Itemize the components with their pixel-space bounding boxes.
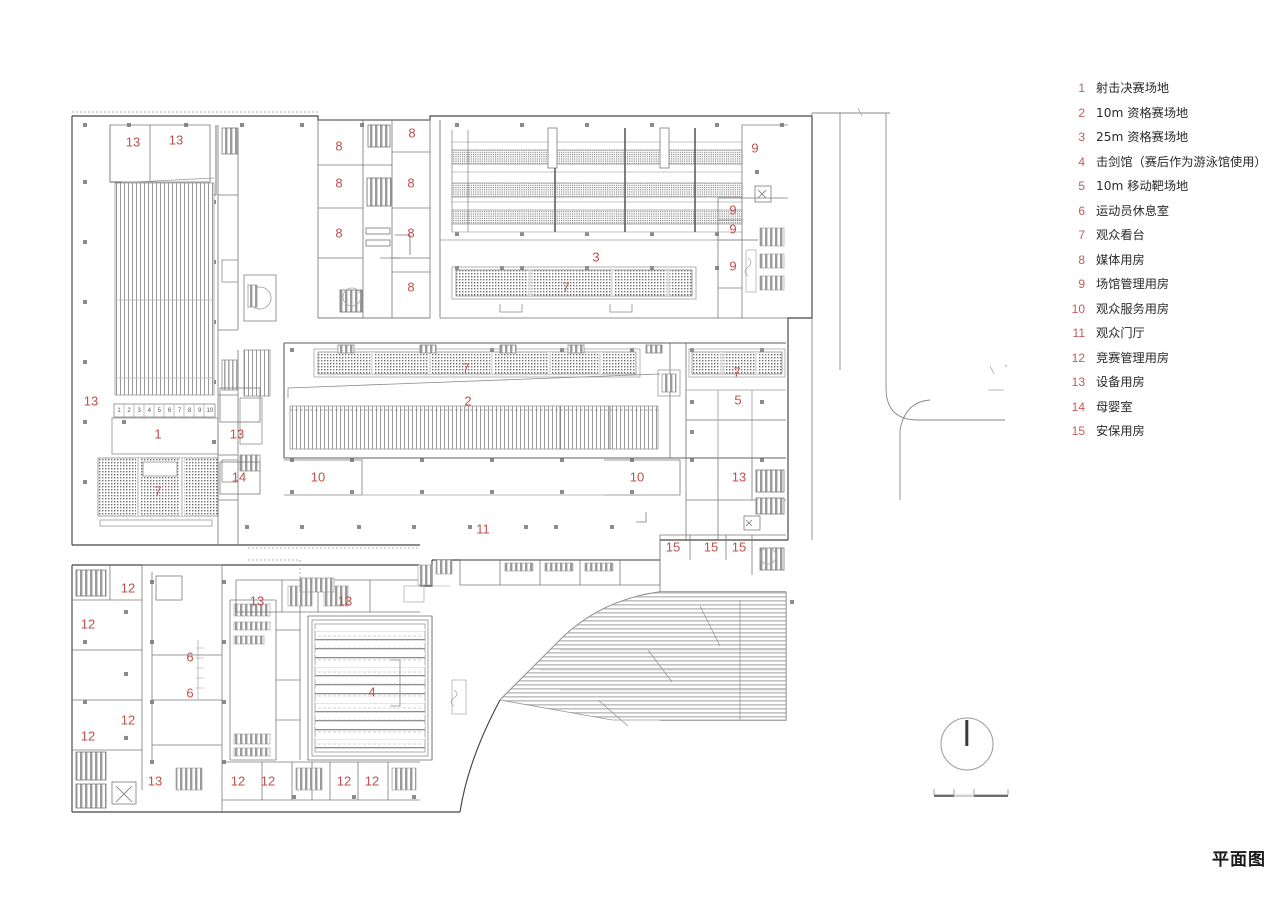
legend: 1 射击决赛场地 2 10m 资格赛场地 3 25m 资格赛场地 4 击剑馆（赛后作为游泳馆使… — [1063, 82, 1273, 450]
shooting-lane-number: 7 — [177, 408, 182, 414]
legend-item-label: 射击决赛场地 — [1096, 81, 1170, 95]
shooting-lane-number: 4 — [147, 408, 151, 414]
legend-item-12: 12 竞赛管理用房 — [1063, 350, 1273, 365]
legend-item-label: 设备用房 — [1096, 375, 1145, 389]
legend-item-1: 1 射击决赛场地 — [1063, 82, 1273, 94]
legend-item-4: 4 击剑馆（赛后作为游泳馆使用） — [1063, 154, 1273, 169]
legend-item-label: 10m 资格赛场地 — [1096, 105, 1189, 120]
zone-8-media — [317, 119, 431, 319]
shooting-lane-number: 5 — [157, 408, 162, 414]
page-title: 平面图 — [1212, 850, 1266, 870]
legend-item-number: 2 — [1078, 105, 1085, 120]
shooting-lane-number: 8 — [188, 408, 192, 414]
legend-item-label: 击剑馆（赛后作为游泳馆使用） — [1096, 154, 1267, 169]
legend-item-label: 观众门厅 — [1096, 326, 1145, 340]
legend-item-number: 5 — [1078, 179, 1085, 193]
legend-item-number: 13 — [1071, 375, 1085, 389]
zone-2-10m — [283, 342, 786, 459]
zone-4-fencing-pool — [307, 615, 433, 761]
plaza-dashed — [72, 111, 420, 586]
graphic-scale-bar — [933, 789, 1009, 797]
legend-item-label: 母婴室 — [1096, 399, 1133, 414]
nw-corridor — [217, 125, 277, 545]
misc-details — [403, 559, 467, 715]
shooting-lane-number: 10 — [206, 408, 214, 414]
zone-10-service — [284, 458, 786, 540]
zone-3-25m — [439, 120, 788, 319]
legend-item-number: 6 — [1078, 203, 1085, 218]
legend-item-number: 3 — [1078, 130, 1085, 144]
legend-item-number: 15 — [1071, 424, 1085, 438]
legend-item-2: 2 10m 资格赛场地 — [1063, 105, 1273, 120]
zone-9-management — [717, 124, 788, 318]
legend-item-10: 10 观众服务用房 — [1063, 301, 1273, 316]
legend-item-label: 观众看台 — [1096, 228, 1145, 242]
zone-15-security — [459, 512, 786, 592]
legend-item-number: 9 — [1078, 277, 1085, 291]
shooting-lane-number: 2 — [127, 408, 131, 414]
legend-item-7: 7 观众看台 — [1063, 229, 1273, 241]
ramp-hatch — [499, 591, 787, 727]
legend-item-label: 安保用房 — [1096, 424, 1145, 438]
legend-item-3: 3 25m 资格赛场地 — [1063, 131, 1273, 143]
legend-item-label: 场馆管理用房 — [1096, 277, 1170, 291]
legend-item-label: 媒体用房 — [1096, 252, 1145, 267]
legend-item-label: 25m 资格赛场地 — [1096, 130, 1189, 144]
legend-item-9: 9 场馆管理用房 — [1063, 278, 1273, 290]
zone-5-moving-target — [685, 343, 786, 458]
north-arrow-icon — [940, 717, 994, 771]
legend-item-15: 15 安保用房 — [1063, 425, 1273, 437]
legend-item-label: 运动员休息室 — [1096, 203, 1170, 218]
legend-item-label: 观众服务用房 — [1096, 301, 1170, 316]
legend-item-number: 1 — [1078, 81, 1085, 95]
shooting-lane-number: 9 — [198, 408, 202, 414]
legend-item-13: 13 设备用房 — [1063, 376, 1273, 388]
site-boundary — [811, 112, 1007, 540]
legend-item-number: 7 — [1078, 228, 1085, 242]
legend-item-number: 11 — [1072, 326, 1085, 340]
legend-item-6: 6 运动员休息室 — [1063, 203, 1273, 218]
legend-item-label: 10m 移动靶场地 — [1096, 179, 1189, 193]
zone-7-seating-nw — [97, 457, 219, 527]
rooms-13-14 — [219, 387, 261, 495]
legend-item-5: 5 10m 移动靶场地 — [1063, 180, 1273, 192]
legend-item-14: 14 母婴室 — [1063, 399, 1273, 414]
legend-item-label: 竞赛管理用房 — [1096, 350, 1170, 365]
legend-item-11: 11 观众门厅 — [1063, 327, 1273, 339]
zone-1-shooting-finals — [109, 124, 219, 455]
legend-item-number: 12 — [1071, 350, 1085, 365]
shooting-lane-number: 3 — [137, 408, 141, 414]
lower-left-block — [72, 564, 420, 812]
shooting-lane-number: 1 — [117, 408, 121, 414]
legend-item-number: 10 — [1071, 301, 1085, 316]
legend-item-number: 4 — [1078, 154, 1085, 169]
legend-item-number: 14 — [1071, 399, 1085, 414]
legend-item-8: 8 媒体用房 — [1063, 252, 1273, 267]
legend-item-number: 8 — [1078, 252, 1085, 267]
shooting-lane-number: 6 — [167, 408, 172, 414]
